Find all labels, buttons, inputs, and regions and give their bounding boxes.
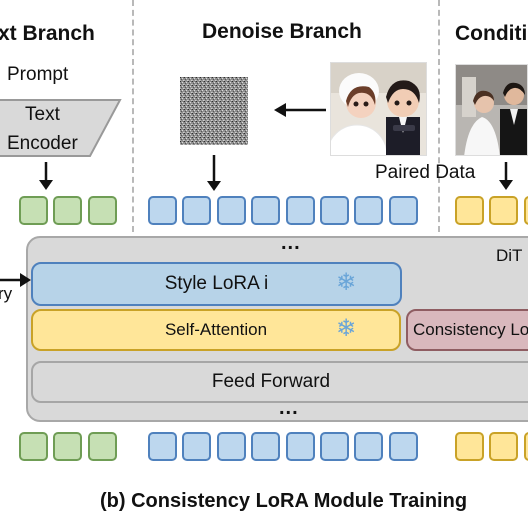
noise-token [320,432,349,461]
separator-right [438,0,440,232]
text-token [87,196,117,225]
text-token [87,432,117,461]
noise-token [354,432,384,461]
prompt-label: Prompt [7,64,69,85]
text-token [53,196,83,225]
condition-token [455,432,484,461]
header-condition-branch: Conditi [455,22,528,45]
snowflake-icon: ❄ [336,315,357,342]
text-encoder-shape [0,99,122,157]
noise-token [182,432,212,461]
paired-data-label: Paired Data [375,162,476,183]
figure-caption: (b) Consistency LoRA Module Training [100,490,468,512]
style-lora-label: Style LoRA i [164,273,269,294]
noise-token [388,432,418,461]
noise-image [180,77,248,145]
feed-forward-layer: Feed Forward [31,361,528,403]
left-edge-label: ry [0,284,13,303]
text-token [53,432,83,461]
noise-token [354,196,384,225]
noise-token [285,432,315,461]
arrow-icon [207,155,221,191]
snowflake-icon: ❄ [336,269,357,296]
condition-token [523,432,528,461]
noise-token [148,196,177,225]
self-attention-label: Self-Attention [164,320,268,339]
condition-token [489,196,519,225]
condition-token [523,196,528,225]
condition-token [455,196,484,225]
text-token [19,432,48,461]
text-encoder-label-2: Encoder [7,133,78,154]
consistency-lora-label: Consistency Lo [413,320,528,339]
consistency-lora-layer: Consistency Lo [406,309,528,351]
noise-token [216,432,246,461]
arrow-icon [39,162,53,190]
feed-forward-label: Feed Forward [211,371,331,392]
noise-token [251,196,281,225]
header-denoise-branch: Denoise Branch [202,20,362,43]
arrow-icon [274,103,326,117]
noise-token [320,196,349,225]
text-encoder-label-1: Text [25,104,60,125]
text-token [19,196,48,225]
noise-token [148,432,177,461]
couple-photo [455,64,528,156]
header-text-branch: xt Branch [0,22,95,45]
noise-token [182,196,212,225]
noise-token [251,432,281,461]
dit-dots-top: ... [281,232,301,254]
dit-label: DiT [496,246,523,265]
arrow-icon [0,273,31,287]
noise-token [216,196,246,225]
noise-token [388,196,418,225]
condition-token [489,432,519,461]
noise-token [285,196,315,225]
arrow-icon [499,162,513,190]
style-lora-layer: Style LoRA i [31,262,402,306]
self-attention-layer: Self-Attention [31,309,401,351]
separator-left [132,0,134,232]
couple-illustration [330,62,427,156]
